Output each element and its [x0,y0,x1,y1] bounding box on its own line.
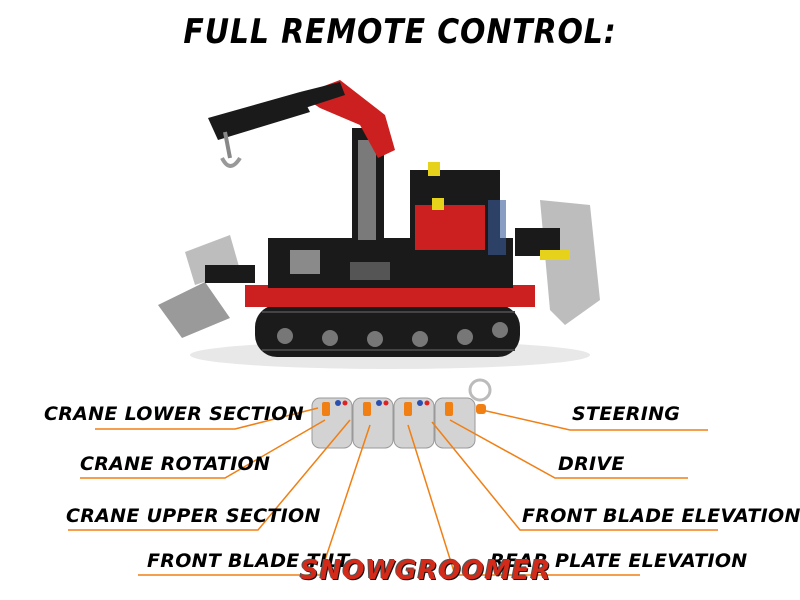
label-crane-rotation: CRANE ROTATION [80,453,271,475]
label-steering: STEERING [572,403,681,425]
leader-line-front-blade-elevation [431,421,718,531]
leader-line-crane-upper-section [68,419,351,531]
leader-line-steering [481,409,708,431]
leader-line-crane-lower-section [95,407,319,430]
label-front-blade-tilt: FRONT BLADE TILT [147,550,350,572]
remote-controls-image [311,378,492,449]
page-title: FULL REMOTE CONTROL: [183,12,617,52]
leader-lines [68,407,718,576]
leader-line-crane-rotation [80,419,326,479]
leader-line-front-blade-tilt [138,424,371,576]
label-crane-upper-section: CRANE UPPER SECTION [66,505,321,527]
leader-line-rear-plate-elevation [407,424,640,576]
label-front-blade-elevation: FRONT BLADE ELEVATION [522,505,800,527]
snowgroomer-watermark: SNOWGROOMER [300,556,552,586]
label-crane-lower-section: CRANE LOWER SECTION [44,403,304,425]
leader-line-drive [449,419,688,479]
label-rear-plate-elevation: REAR PLATE ELEVATION [490,550,748,572]
snowgroomer-model-image [158,80,600,369]
label-drive: DRIVE [558,453,625,475]
